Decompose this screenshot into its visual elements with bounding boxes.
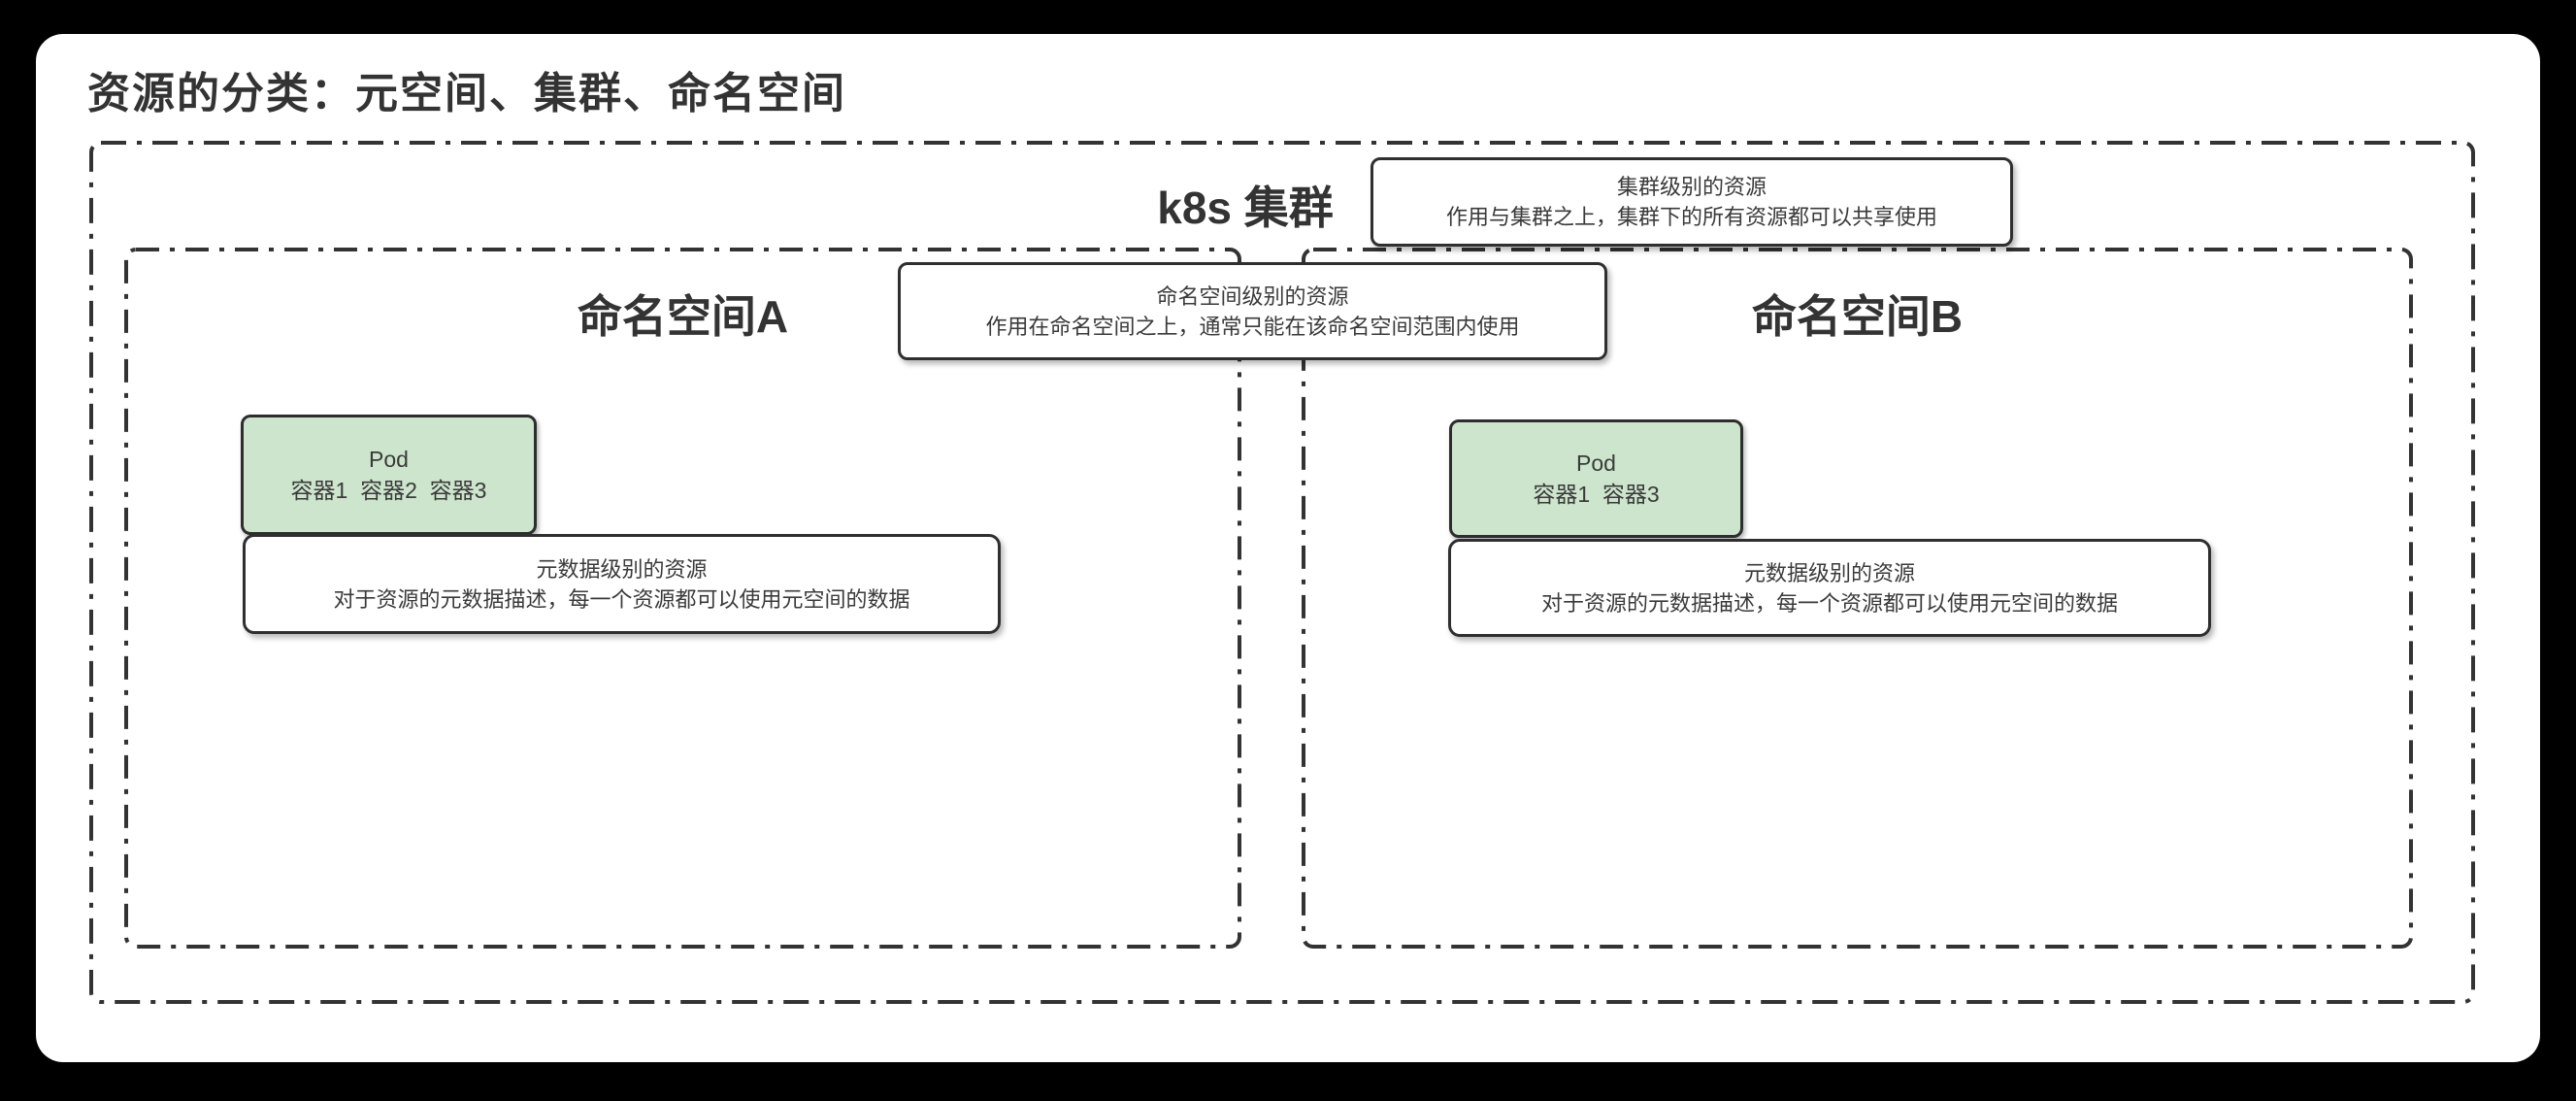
cluster-resource-annotation: 集群级别的资源 作用与集群之上，集群下的所有资源都可以共享使用 xyxy=(1371,157,2013,247)
pod-box-namespace-b: Pod 容器1 容器3 xyxy=(1449,419,1743,538)
cluster-annotation-line1: 集群级别的资源 xyxy=(1616,175,1767,199)
metadata-resource-annotation-a: 元数据级别的资源 对于资源的元数据描述，每一个资源都可以使用元空间的数据 xyxy=(243,534,1001,634)
metadata-b-line1: 元数据级别的资源 xyxy=(1743,560,1915,585)
cluster-boundary xyxy=(89,141,2475,1004)
metadata-a-line2: 对于资源的元数据描述，每一个资源都可以使用元空间的数据 xyxy=(333,586,910,612)
pod-a-containers: 容器1 容器2 容器3 xyxy=(290,478,487,503)
pod-b-containers: 容器1 容器3 xyxy=(1533,482,1660,507)
pod-b-title: Pod xyxy=(1576,450,1616,476)
namespace-a-boundary xyxy=(124,248,1241,949)
cluster-annotation-line2: 作用与集群之上，集群下的所有资源都可以共享使用 xyxy=(1445,205,1937,229)
namespace-b-title: 命名空间B xyxy=(1751,291,1964,342)
metadata-resource-annotation-b: 元数据级别的资源 对于资源的元数据描述，每一个资源都可以使用元空间的数据 xyxy=(1448,539,2211,637)
page-title: 资源的分类：元空间、集群、命名空间 xyxy=(87,70,846,117)
namespace-b-boundary xyxy=(1302,248,2413,949)
pod-a-title: Pod xyxy=(369,447,409,472)
namespace-annotation-line2: 作用在命名空间之上，通常只能在该命名空间范围内使用 xyxy=(985,314,1520,339)
pod-box-namespace-a: Pod 容器1 容器2 容器3 xyxy=(241,415,537,535)
cluster-label: k8s 集群 xyxy=(1157,183,1334,233)
metadata-b-line2: 对于资源的元数据描述，每一个资源都可以使用元空间的数据 xyxy=(1540,590,2118,616)
namespace-resource-annotation: 命名空间级别的资源 作用在命名空间之上，通常只能在该命名空间范围内使用 xyxy=(898,262,1607,360)
namespace-annotation-line1: 命名空间级别的资源 xyxy=(1156,284,1349,309)
namespace-a-title: 命名空间A xyxy=(577,291,789,342)
metadata-a-line1: 元数据级别的资源 xyxy=(536,556,708,582)
